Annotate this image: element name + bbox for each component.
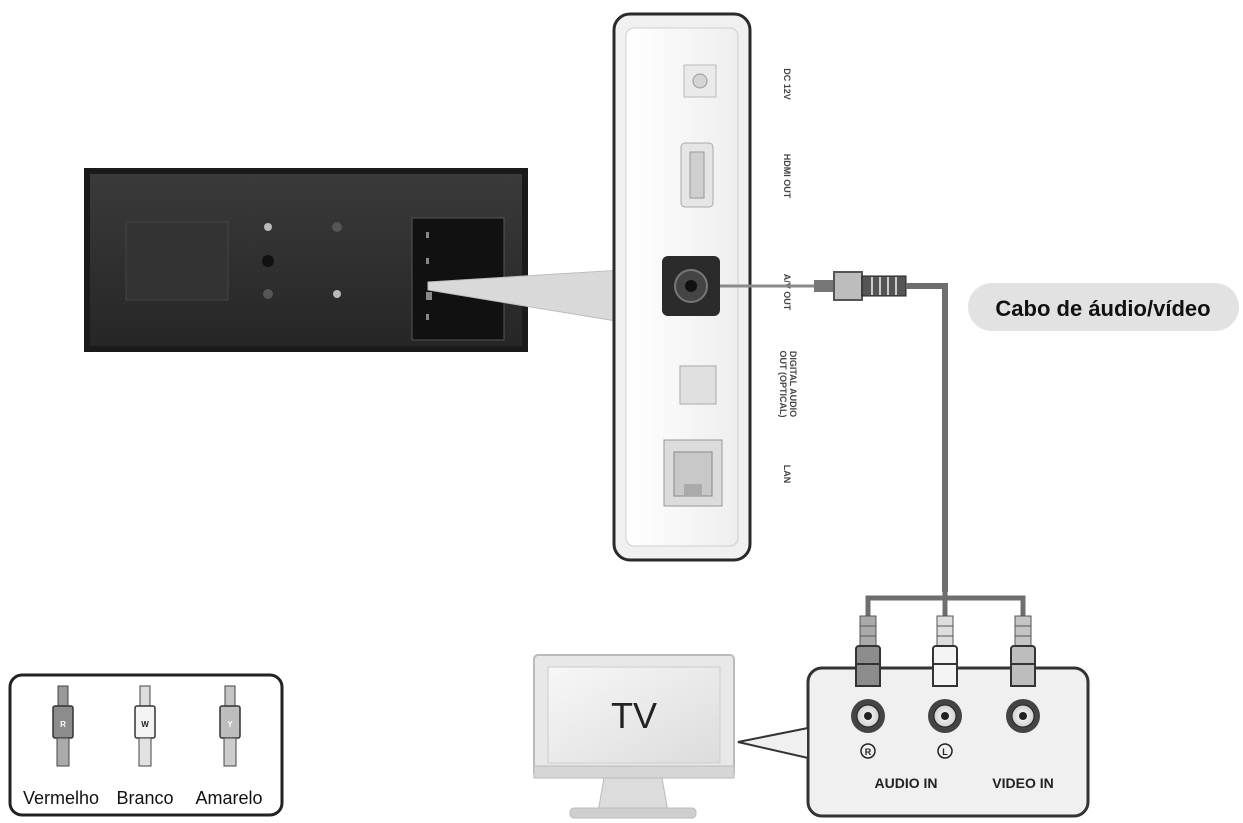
lan-port — [663, 439, 723, 507]
tv-label: TV — [611, 695, 657, 736]
dc-label: DC 12V — [782, 68, 792, 100]
optical-port — [679, 365, 717, 405]
legend-plug-yellow: Y — [219, 685, 241, 767]
lan-label: LAN — [782, 465, 792, 484]
dc-port — [683, 64, 717, 98]
hdmi-port — [680, 142, 714, 208]
legend-letter-red: R — [60, 720, 66, 729]
optical-label-line1: DIGITAL AUDIO — [788, 351, 798, 417]
legend-plug-red: R — [52, 685, 74, 767]
audio-in-label: AUDIO IN — [875, 775, 938, 791]
av-out-label: A/V OUT — [782, 274, 792, 311]
legend-label-white: Branco — [116, 788, 173, 808]
jack-mark-right: R — [865, 747, 872, 757]
jack-video — [1006, 699, 1040, 733]
tv-callout — [737, 726, 809, 760]
hdmi-label: HDMI OUT — [782, 154, 792, 199]
player-back-view — [84, 168, 528, 352]
optical-label-line2: OUT (OPTICAL) — [778, 351, 788, 418]
jack-audio-left — [928, 699, 962, 733]
rear-panel-zoom: DC 12V HDMI OUT A/V OUT DIGITAL AUDIO OU… — [612, 12, 798, 562]
tv-illustration: TV — [533, 654, 735, 819]
cable-label-text: Cabo de áudio/vídeo — [995, 296, 1210, 321]
legend-letter-white: W — [141, 720, 149, 729]
color-legend: R W Y Vermelho Branco Amarelo — [8, 673, 284, 817]
legend-label-yellow: Amarelo — [195, 788, 262, 808]
video-in-label: VIDEO IN — [992, 775, 1053, 791]
cable-label: Cabo de áudio/vídeo — [968, 283, 1239, 331]
legend-letter-yellow: Y — [227, 720, 233, 729]
av-cable — [720, 271, 1026, 616]
av-out-jack — [662, 256, 720, 316]
jack-audio-right — [851, 699, 885, 733]
legend-label-red: Vermelho — [23, 788, 99, 808]
jack-mark-left: L — [942, 747, 948, 757]
legend-plug-white: W — [134, 685, 156, 767]
tv-jack-panel: R L AUDIO IN VIDEO IN — [806, 663, 1090, 818]
